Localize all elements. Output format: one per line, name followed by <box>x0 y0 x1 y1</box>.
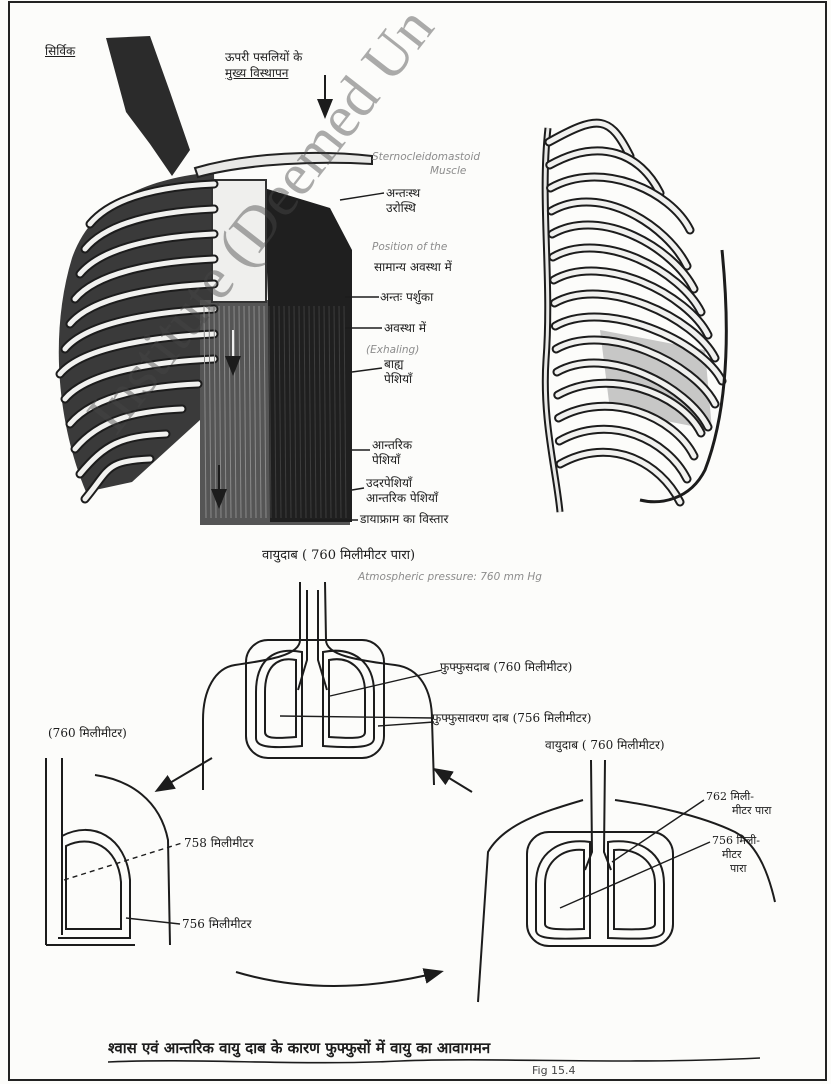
label-sternum-2: उरोस्थि <box>386 201 416 215</box>
pleura-outer <box>246 640 384 758</box>
label-exhaling: (Exhaling) <box>366 343 419 357</box>
label-position-note: Position of the <box>372 240 447 254</box>
label-left-intrapleural: 756 मिलीमीटर <box>182 917 252 931</box>
label-cervical: सिर्विक <box>45 44 75 58</box>
cycle-arrow <box>236 972 440 986</box>
torso-outline-right <box>325 582 434 785</box>
label-upper-rib-note-1: ऊपरी पसलियों के <box>225 50 302 64</box>
label-sternocleidomastoid: Sternocleidomastoid <box>372 150 480 164</box>
label-internal-muscles-1: आन्तरिक <box>372 438 412 452</box>
label-abdominal-muscles-1: उदरपेशियाँ <box>366 476 412 490</box>
side-rib-cage <box>545 123 726 512</box>
label-external-muscles-1: बाह्य <box>384 357 403 371</box>
label-left-intrapulmonary: 758 मिलीमीटर <box>184 836 254 850</box>
label-intrapleural-pressure: फुफ्फुसावरण दाब (756 मिलीमीटर) <box>432 711 591 725</box>
label-sternum-1: अन्तःस्थ <box>386 186 420 200</box>
leader-758 <box>64 843 182 880</box>
label-intercostal: अन्तः पर्शुका <box>380 290 433 304</box>
label-atmospheric-pressure-en: Atmospheric pressure: 760 mm Hg <box>358 570 542 584</box>
left-lung-inner <box>265 659 296 738</box>
right-left-lung-inner <box>545 850 584 930</box>
label-atmospheric-pressure: वायुदाब ( 760 मिलीमीटर पारा) <box>262 549 415 563</box>
right-shoulder-left <box>478 800 583 1002</box>
label-internal-muscles-2: पेशियाँ <box>372 453 400 467</box>
right-lung-outer <box>323 651 374 747</box>
label-right-intrapulmonary-2: मीटर पारा <box>732 804 771 818</box>
center-torso-figure <box>203 582 442 790</box>
label-right-intrapleural-2: मीटर <box>722 848 741 862</box>
left-trachea <box>46 758 62 945</box>
right-right-lung-inner <box>614 850 655 930</box>
label-right-intrapleural-1: 756 मिली- <box>712 834 760 848</box>
leader-intrapleural-2 <box>378 722 434 726</box>
label-upper-rib-note-2: मुख्य विस्थापन <box>225 66 288 80</box>
right-pleura-outer <box>527 832 673 946</box>
label-right-intrapulmonary-1: 762 मिली- <box>706 790 754 804</box>
label-intrapulmonary-pressure: फुफ्फुसदाब (760 मिलीमीटर) <box>440 660 572 674</box>
left-inspiration-figure <box>46 758 182 945</box>
label-normal-state: सामान्य अवस्था में <box>374 260 452 274</box>
label-right-intrapleural-3: पारा <box>730 862 746 876</box>
label-abdominal-muscles-2: आन्तरिक पेशियाँ <box>366 491 438 505</box>
label-state: अवस्था में <box>384 321 426 335</box>
label-atmospheric-pressure-right: वायुदाब ( 760 मिलीमीटर) <box>545 738 665 752</box>
arrow-from-right-figure <box>436 770 472 792</box>
side-ribs <box>549 123 722 502</box>
leader-intrapulmonary <box>330 670 442 696</box>
label-diaphragm: डायाफ्राम का विस्तार <box>360 512 448 526</box>
figure-caption: श्वास एवं आन्तरिक वायु दाब के कारण फुफ्फ… <box>108 1038 768 1058</box>
caption-underline <box>108 1058 760 1063</box>
neck-muscle <box>106 36 190 176</box>
left-lung-outer <box>58 830 130 938</box>
left-shoulder <box>95 775 170 945</box>
leader-756 <box>126 918 180 924</box>
right-lung-inner <box>329 659 365 738</box>
label-sternocleidomastoid-muscle: Muscle <box>430 164 466 178</box>
figure-number: Fig 15.4 <box>532 1064 576 1077</box>
left-lung-inner <box>66 842 121 930</box>
label-external-muscles-2: पेशियाँ <box>384 372 412 386</box>
label-left-atmospheric: (760 मिलीमीटर) <box>48 726 127 740</box>
leader-intrapleural <box>280 716 434 718</box>
